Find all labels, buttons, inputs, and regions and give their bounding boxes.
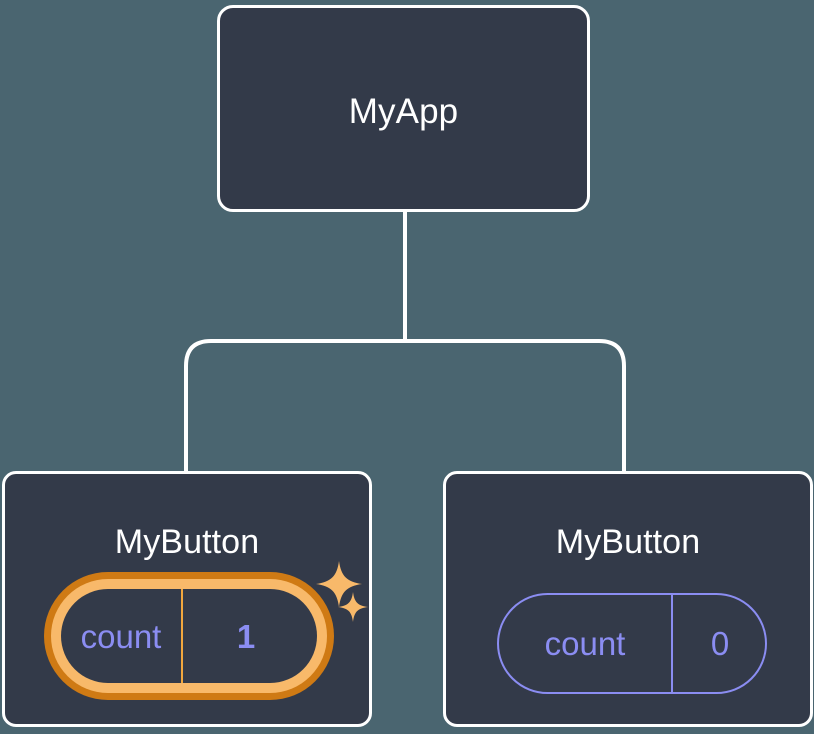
connector-bracket xyxy=(184,339,626,471)
state-pill-plain[interactable]: count 0 xyxy=(497,593,767,694)
state-pill-divider xyxy=(181,589,183,683)
state-value-label: 1 xyxy=(236,617,256,655)
component-node-mybutton-right[interactable]: MyButton count 0 xyxy=(443,471,813,727)
sparkle-icon-small xyxy=(338,592,368,622)
component-name-label: MyApp xyxy=(348,92,459,131)
component-name-label: MyButton xyxy=(555,523,701,561)
state-key-label: count xyxy=(80,617,162,655)
state-pill-body: count 1 xyxy=(61,589,317,683)
component-name-label: MyButton xyxy=(114,523,260,561)
state-pill-highlighted[interactable]: count 1 xyxy=(44,572,334,700)
state-pill-inner-ring: count 1 xyxy=(51,579,327,693)
state-pill-divider xyxy=(671,595,673,692)
state-key-label: count xyxy=(544,625,626,662)
component-node-myapp[interactable]: MyApp xyxy=(217,5,590,212)
state-value-label: 0 xyxy=(710,625,730,662)
sparkle-icon-large xyxy=(316,561,362,607)
